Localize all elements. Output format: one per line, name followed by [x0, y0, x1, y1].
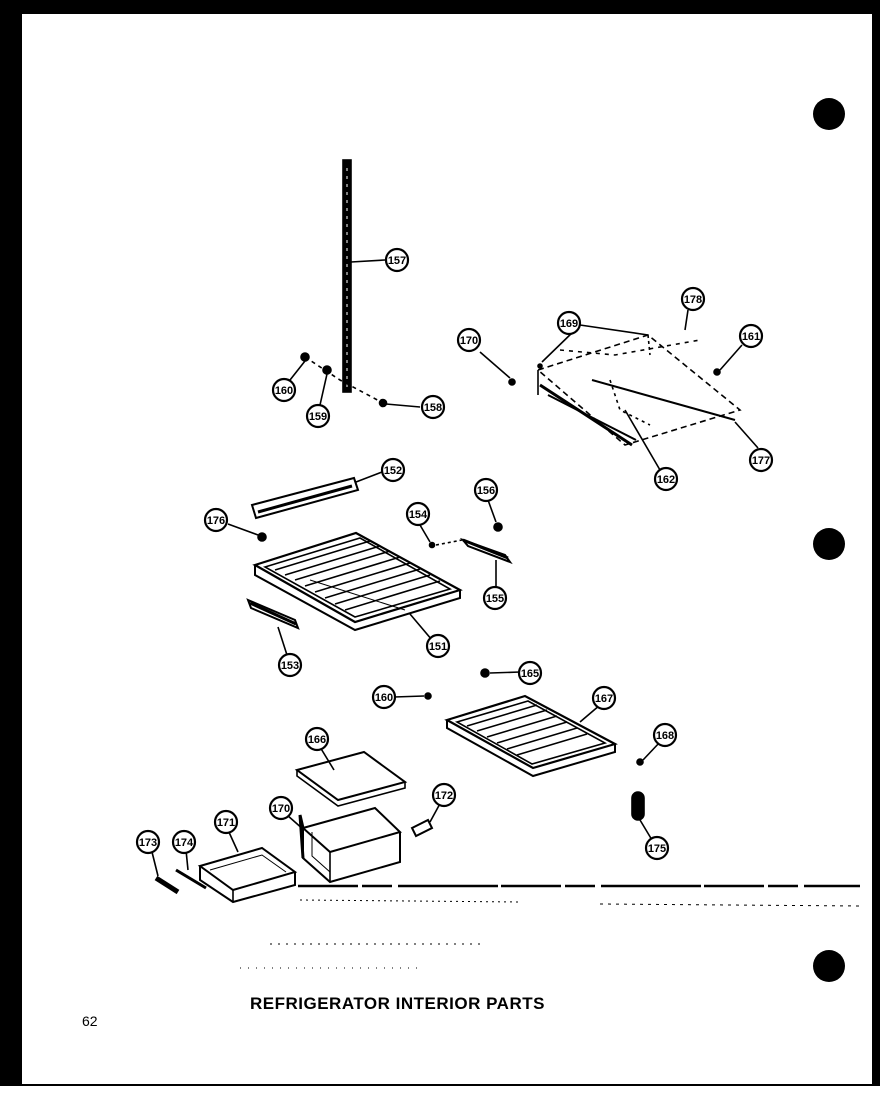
callout-155: 155 [482, 585, 508, 611]
callout-169: 169 [556, 310, 582, 336]
svg-text:178: 178 [684, 294, 702, 306]
part-gasket-175 [631, 791, 653, 841]
svg-text:153: 153 [281, 660, 299, 672]
svg-text:174: 174 [175, 837, 194, 849]
svg-text:171: 171 [217, 817, 235, 829]
callout-172: 172 [431, 782, 457, 808]
callout-161: 161 [738, 323, 764, 349]
callout-175: 175 [644, 835, 670, 861]
svg-text:151: 151 [429, 641, 447, 653]
part-screws-160-159-158 [289, 352, 421, 408]
callout-178: 178 [680, 286, 706, 312]
svg-text:155: 155 [486, 593, 504, 605]
svg-text:157: 157 [388, 255, 406, 267]
svg-text:177: 177 [752, 455, 770, 467]
svg-text:165: 165 [521, 668, 539, 680]
callout-170b: 170 [268, 795, 294, 821]
callout-165: 165 [517, 660, 543, 686]
callout-157: 157 [384, 247, 410, 273]
callout-170a: 170 [456, 327, 482, 353]
svg-text:166: 166 [308, 734, 326, 746]
svg-text:170: 170 [460, 335, 478, 347]
callout-174: 174 [171, 829, 197, 855]
page-number: 62 [82, 1013, 98, 1029]
svg-text:167: 167 [595, 693, 613, 705]
binder-hole-top [813, 98, 845, 130]
part-rail-152 [250, 471, 383, 520]
callout-168: 168 [652, 722, 678, 748]
callout-154: 154 [405, 501, 431, 527]
part-shelf-151 [252, 531, 463, 641]
diagram-caption: REFRIGERATOR INTERIOR PARTS [250, 994, 545, 1013]
callout-153: 153 [277, 652, 303, 678]
svg-text:170: 170 [272, 803, 290, 815]
callout-177: 177 [748, 447, 774, 473]
part-pan-171 [197, 829, 298, 904]
callout-173: 173 [135, 829, 161, 855]
callout-152: 152 [380, 457, 406, 483]
callout-171: 171 [213, 809, 239, 835]
callout-151: 151 [425, 633, 451, 659]
callout-159: 159 [305, 403, 331, 429]
svg-text:172: 172 [435, 790, 453, 802]
binder-hole-bottom [813, 950, 845, 982]
part-knob-172 [410, 799, 443, 838]
svg-text:154: 154 [409, 509, 428, 521]
svg-text:168: 168 [656, 730, 674, 742]
svg-text:162: 162 [657, 474, 675, 486]
svg-text:159: 159 [309, 411, 327, 423]
callout-166: 166 [304, 726, 330, 752]
bottom-edge [0, 1086, 880, 1109]
part-shelf-167 [444, 694, 618, 778]
svg-text:152: 152 [384, 465, 402, 477]
part-bracket-153 [246, 598, 300, 656]
part-pan-170 [286, 806, 402, 884]
callout-162: 162 [653, 466, 679, 492]
svg-text:156: 156 [477, 485, 495, 497]
part-cover-166 [294, 746, 408, 807]
part-bracket-155 [419, 499, 513, 588]
svg-text:175: 175 [648, 843, 666, 855]
callout-167: 167 [591, 685, 617, 711]
callout-160a: 160 [271, 377, 297, 403]
svg-text:160: 160 [275, 385, 293, 397]
callout-160b: 160 [371, 684, 397, 710]
svg-text:169: 169 [560, 318, 578, 330]
callout-176: 176 [203, 507, 229, 533]
svg-text:173: 173 [139, 837, 157, 849]
part-strips-173-174 [151, 849, 207, 895]
part-frame-assembly [479, 309, 759, 471]
svg-text:176: 176 [207, 515, 225, 527]
part-rail-157 [342, 159, 352, 393]
callout-156: 156 [473, 477, 499, 503]
leader-157 [350, 259, 386, 263]
callout-158: 158 [420, 394, 446, 420]
svg-text:160: 160 [375, 692, 393, 704]
svg-text:158: 158 [424, 402, 442, 414]
svg-text:161: 161 [742, 331, 760, 343]
diagram-sheet [22, 14, 872, 1084]
binder-hole-middle [813, 528, 845, 560]
